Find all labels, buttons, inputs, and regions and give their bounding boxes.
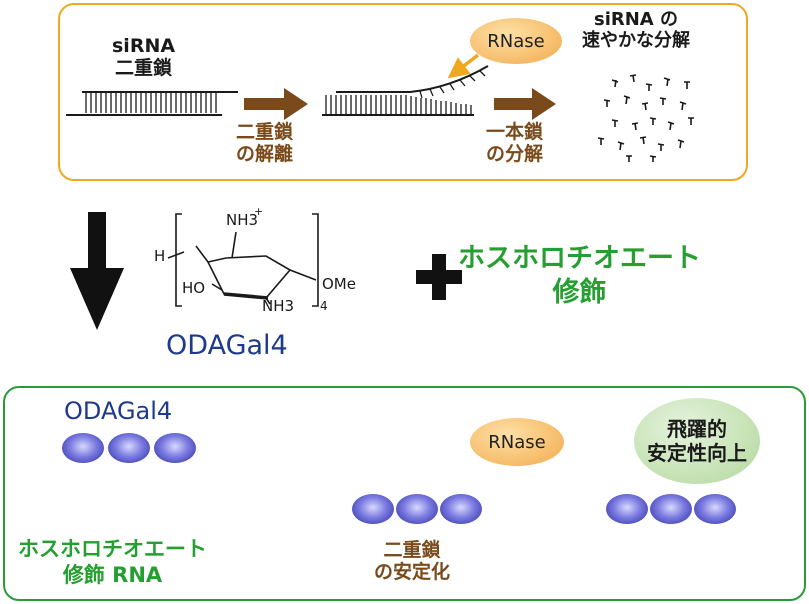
- chem-h-label: H: [154, 247, 166, 265]
- rnase-label-top: RNase: [487, 30, 545, 52]
- stability-improvement-oval: 飛躍的 安定性向上: [634, 398, 760, 484]
- rapid-degradation-label: siRNA の 速やかな分解: [582, 9, 690, 51]
- bound-odagal4-bead: [606, 494, 648, 524]
- odagal4-label-bottom: ODAGal4: [64, 397, 173, 425]
- bound-odagal4-bead: [650, 494, 692, 524]
- odagal4-structure: [167, 213, 319, 307]
- modified-rna-label: ホスホロチオエート 修飾 RNA: [18, 537, 207, 588]
- odagal4-bead: [154, 433, 196, 463]
- odagal4-bead: [62, 433, 104, 463]
- bound-odagal4-bead: [440, 494, 482, 524]
- phosphorothioate-modification-label: ホスホロチオエート 修飾: [458, 243, 701, 308]
- rnase-label-bottom: RNase: [488, 431, 546, 453]
- odagal4-label-middle: ODAGal4: [166, 330, 288, 361]
- rnase-oval-top: RNase: [470, 18, 562, 64]
- chem-ome-label: OMe: [322, 275, 356, 293]
- black-plus-sign: [416, 254, 462, 300]
- chem-ho-label: HO: [182, 279, 206, 297]
- sirna-duplex-graphic: [66, 91, 238, 116]
- step-dissociation-label: 二重鎖 の解離: [236, 121, 294, 165]
- rnase-arrow-top: [447, 53, 480, 79]
- duplex-stabilization-label: 二重鎖 の安定化: [374, 539, 451, 583]
- chem-plus-top: +: [254, 205, 264, 218]
- rnase-oval-bottom: RNase: [470, 418, 564, 466]
- bound-odagal4-bead: [694, 494, 736, 524]
- black-down-arrow: [70, 212, 124, 330]
- stability-improvement-label: 飛躍的 安定性向上: [647, 417, 747, 465]
- dissociating-strand-graphic: [322, 65, 489, 116]
- bound-odagal4-bead: [396, 494, 438, 524]
- step-single-strand-degradation-label: 一本鎖 の分解: [486, 121, 544, 165]
- chem-nh3-bottom-label: NH3: [262, 297, 295, 315]
- fragments-graphic: [597, 74, 694, 162]
- brown-arrow-1: [244, 88, 308, 120]
- brown-arrow-2: [494, 88, 556, 120]
- sirna-duplex-label: siRNA 二重鎖: [112, 35, 176, 79]
- bound-odagal4-bead: [352, 494, 394, 524]
- chem-subscript-n: 4: [320, 299, 328, 313]
- odagal4-bead: [108, 433, 150, 463]
- chem-nh3-top-label: NH3: [226, 211, 259, 229]
